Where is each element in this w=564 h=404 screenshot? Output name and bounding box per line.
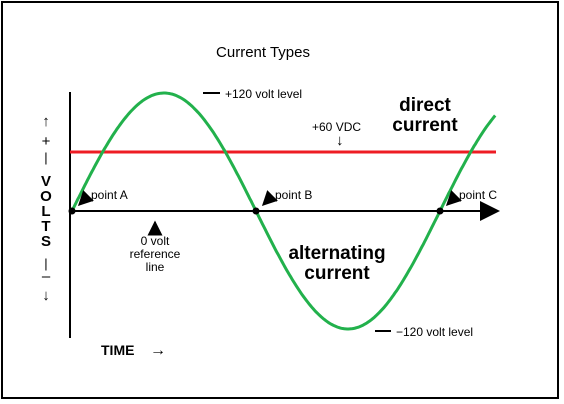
pos-120-level-label: +120 volt level bbox=[225, 87, 302, 101]
alternating-label: alternating bbox=[288, 243, 385, 264]
neg-120-level-label: −120 volt level bbox=[396, 325, 473, 339]
point-c-label: point C bbox=[459, 188, 497, 202]
volts-up-arrow: ↑ bbox=[42, 113, 50, 130]
alternating-current-label: current bbox=[304, 263, 370, 284]
volts-letter-l: L bbox=[41, 203, 50, 220]
diagram-frame bbox=[1, 1, 559, 399]
point-a-pointer bbox=[77, 190, 94, 207]
time-arrow: → bbox=[150, 342, 166, 359]
direct-label: direct bbox=[399, 95, 451, 116]
volts-minus-sign: – bbox=[42, 268, 51, 285]
time-label: TIME bbox=[101, 342, 134, 358]
direct-current-label: current bbox=[392, 115, 458, 136]
point-b-label: point B bbox=[275, 188, 312, 202]
volts-plus-sign: + bbox=[42, 133, 51, 150]
dc-level-arrow: ↓ bbox=[336, 132, 344, 149]
volts-letter-o: O bbox=[40, 188, 52, 205]
volts-letter-t: T bbox=[41, 218, 50, 235]
point-c-marker bbox=[436, 207, 444, 215]
point-a-marker bbox=[68, 207, 76, 215]
volts-plus-bar: | bbox=[44, 150, 47, 165]
volts-letter-s: S bbox=[41, 233, 51, 250]
volts-letter-v: V bbox=[41, 173, 51, 190]
point-b-pointer bbox=[261, 190, 278, 207]
zero-ref-label-line2: reference bbox=[130, 247, 181, 261]
point-c-pointer bbox=[445, 190, 462, 207]
zero-ref-label-line3: line bbox=[146, 260, 165, 274]
diagram-title: Current Types bbox=[216, 44, 310, 61]
volts-down-arrow: ↓ bbox=[42, 287, 50, 304]
alternating-current-wave bbox=[70, 91, 497, 331]
point-a-label: point A bbox=[91, 188, 128, 202]
volts-minus-bar: | bbox=[44, 256, 47, 271]
dc-level-label: +60 VDC bbox=[312, 120, 361, 134]
point-b-marker bbox=[252, 207, 260, 215]
zero-ref-label-line1: 0 volt bbox=[141, 234, 170, 248]
